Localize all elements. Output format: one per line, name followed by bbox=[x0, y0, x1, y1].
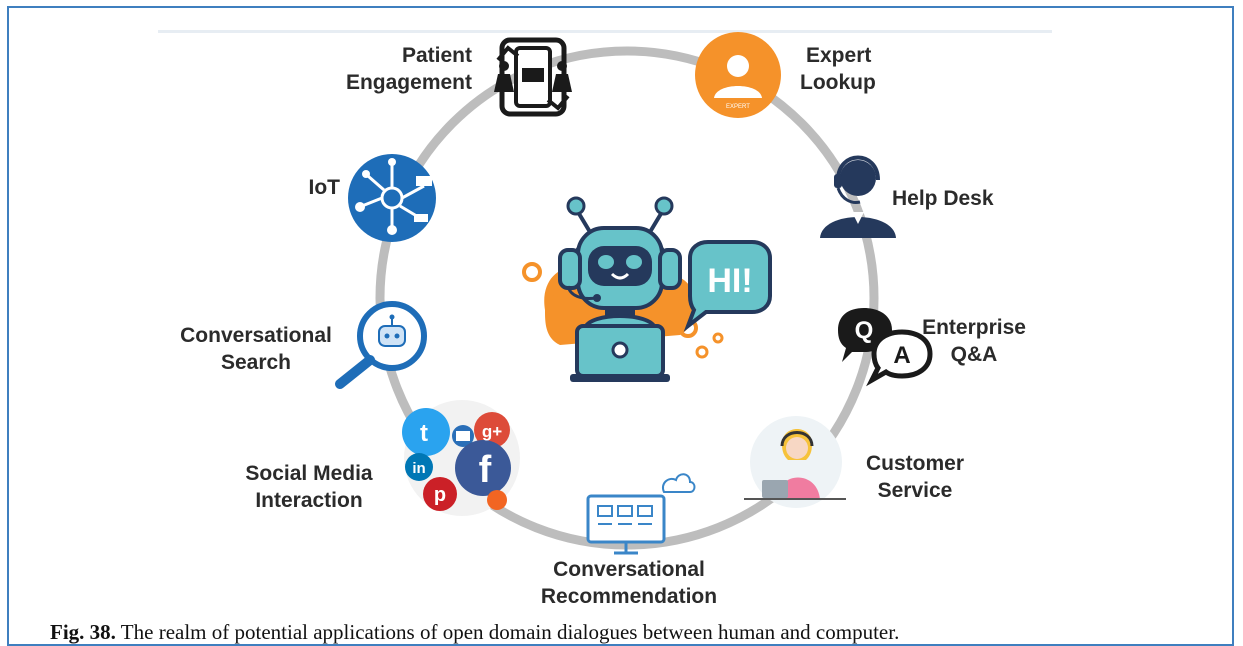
label-line: Recommendation bbox=[540, 585, 718, 608]
twitter-icon bbox=[402, 408, 450, 456]
label-line: Q&A bbox=[950, 343, 998, 366]
qa-q-glyph: Q bbox=[855, 317, 874, 344]
expert-lookup-icon: EXPERT bbox=[695, 32, 781, 118]
customer-service-icon bbox=[744, 416, 846, 508]
help-desk-icon bbox=[820, 155, 896, 238]
twitter-glyph: t bbox=[420, 420, 428, 447]
social-media-icon-cluster bbox=[402, 400, 520, 516]
caption-label: Fig. 38. bbox=[50, 620, 116, 644]
label-line: Conversational bbox=[553, 558, 705, 581]
label-social-media: Social Media Interaction bbox=[224, 460, 394, 514]
rss-icon bbox=[487, 490, 507, 510]
label-patient-engagement: Patient Engagement bbox=[300, 42, 472, 96]
label-line: Lookup bbox=[800, 71, 876, 94]
label-line: Social Media bbox=[245, 462, 373, 485]
caption-text: The realm of potential applications of o… bbox=[120, 620, 900, 644]
label-iot: IoT bbox=[280, 174, 341, 201]
top-rule bbox=[158, 30, 1052, 33]
label-line: Conversational bbox=[180, 324, 332, 347]
conversational-search-icon bbox=[335, 301, 427, 389]
label-line: Enterprise bbox=[922, 316, 1026, 339]
pinterest-icon bbox=[423, 477, 457, 511]
label-line: Customer bbox=[865, 452, 965, 475]
qa-a-glyph: A bbox=[893, 342, 910, 369]
facebook-glyph: f bbox=[479, 449, 492, 491]
label-line: IoT bbox=[308, 176, 341, 199]
pinterest-glyph: p bbox=[434, 484, 446, 506]
gplus-glyph: g+ bbox=[482, 422, 502, 441]
label-line: Patient bbox=[401, 44, 472, 67]
figure-caption: Fig. 38. The realm of potential applicat… bbox=[50, 620, 899, 645]
speech-bubble-icon bbox=[683, 240, 772, 332]
label-line: Engagement bbox=[345, 71, 472, 94]
enterprise-qa-icon bbox=[838, 308, 933, 387]
label-recommendation: Conversational Recommendation bbox=[514, 556, 744, 610]
iot-icon bbox=[348, 154, 436, 242]
google-plus-icon bbox=[474, 412, 510, 448]
label-line: Help Desk bbox=[892, 187, 994, 210]
linkedin-icon bbox=[405, 453, 433, 481]
label-expert-lookup: Expert Lookup bbox=[800, 42, 920, 96]
label-line: Service bbox=[877, 479, 953, 502]
linkedin-glyph: in bbox=[412, 460, 425, 477]
chatbot-robot-icon bbox=[522, 196, 724, 382]
facebook-icon bbox=[455, 440, 511, 496]
recommendation-icon bbox=[586, 473, 696, 555]
label-enterprise-qa: Enterprise Q&A bbox=[920, 314, 1028, 368]
label-customer-service: Customer Service bbox=[848, 450, 982, 504]
label-line: Interaction bbox=[255, 489, 363, 512]
patient-engagement-icon bbox=[494, 37, 572, 117]
label-conversational-search: Conversational Search bbox=[158, 322, 354, 376]
bubble-text: HI! bbox=[707, 262, 752, 300]
label-help-desk: Help Desk bbox=[892, 185, 1032, 212]
expert-badge-text: EXPERT bbox=[726, 104, 750, 110]
label-line: Expert bbox=[806, 44, 872, 67]
label-line: Search bbox=[220, 351, 292, 374]
